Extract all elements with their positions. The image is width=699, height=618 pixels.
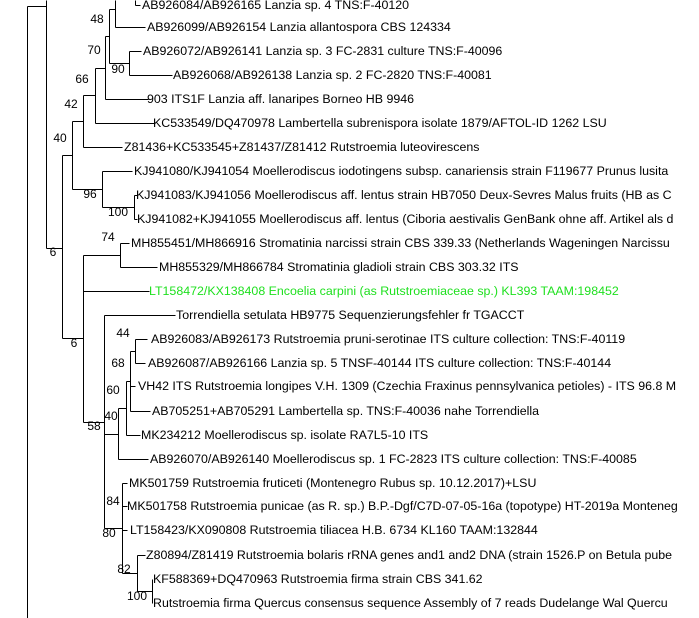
bootstrap-value: 40: [53, 131, 67, 145]
taxon-label: KJ941082+KJ941055 Moellerodiscus aff. le…: [137, 212, 674, 226]
bootstrap-value: 74: [101, 230, 115, 244]
bootstrap-value: 80: [102, 526, 116, 540]
taxon-label: MH855451/MH866916 Stromatinia narcissi s…: [131, 236, 670, 250]
taxon-label: AB926068/AB926138 Lanzia sp. 2 FC-2820 T…: [173, 68, 492, 82]
taxon-label: KC533549/DQ470978 Lambertella subrenispo…: [153, 116, 607, 130]
taxon-label: AB705251+AB705291 Lambertella sp. TNS:F-…: [152, 404, 540, 418]
bootstrap-value: 100: [107, 205, 129, 219]
bootstrap-value: 82: [117, 562, 131, 576]
bootstrap-value: 48: [90, 12, 104, 26]
taxon-label: Z81436+KC533545+Z81437/Z81412 Rutstroemi…: [124, 140, 480, 154]
taxon-label: AB926070/AB926140 Moellerodiscus sp. 1 F…: [150, 452, 637, 466]
bootstrap-value: 44: [116, 326, 130, 340]
taxon-label: 903 ITS1F Lanzia aff. lanaripes Borneo H…: [147, 92, 415, 106]
taxon-label: KF588369+DQ470963 Rutstroemia firma stra…: [153, 572, 483, 586]
taxon-label: MH855329/MH866784 Stromatinia gladioli s…: [159, 260, 519, 274]
taxon-label: AB926072/AB926141 Lanzia sp. 3 FC-2831 c…: [143, 44, 503, 58]
taxon-label: AB926099/AB926154 Lanzia allantospora CB…: [147, 20, 451, 34]
bootstrap-value: 96: [83, 187, 97, 201]
taxon-label: Z80894/Z81419 Rutstroemia bolaris rRNA g…: [146, 548, 673, 562]
bootstrap-value: 100: [126, 589, 148, 603]
bootstrap-value: 70: [87, 43, 101, 57]
taxon-label: Torrendiella setulata HB9775 Sequenzieru…: [176, 308, 525, 322]
taxon-label: MK234212 Moellerodiscus sp. isolate RA7L…: [141, 428, 429, 442]
taxon-label: MK501758 Rutstroemia punicae (as R. sp.)…: [127, 499, 678, 513]
bootstrap-value: 58: [87, 419, 101, 433]
taxon-label: AB926083/AB926173 Rutstroemia pruni-sero…: [151, 332, 626, 346]
bootstrap-value: 6: [49, 245, 57, 259]
bootstrap-value: 42: [64, 97, 78, 111]
bootstrap-value: 90: [111, 62, 125, 76]
taxon-label: KJ941080/KJ941054 Moellerodiscus iodotin…: [134, 164, 669, 178]
taxon-label: LT158423/KX090808 Rutstroemia tiliacea H…: [130, 523, 538, 537]
taxon-label: Rutstroemia firma Quercus consensus sequ…: [153, 596, 668, 610]
taxon-label: VH42 ITS Rutstroemia longipes V.H. 1309 …: [138, 379, 677, 393]
taxon-label: AB926084/AB926165 Lanzia sp. 4 TNS:F-401…: [142, 0, 410, 12]
bootstrap-value: 6: [70, 336, 78, 350]
taxon-label-highlighted: LT158472/KX138408 Encoelia carpini (as R…: [149, 284, 619, 298]
bootstrap-value: 68: [111, 356, 125, 370]
taxon-label: MK501759 Rutstroemia fruticeti (Monteneg…: [129, 476, 537, 490]
taxon-label: KJ941083/KJ941056 Moellerodiscus aff. le…: [136, 188, 672, 202]
bootstrap-value: 84: [106, 494, 120, 508]
bootstrap-value: 60: [106, 383, 120, 397]
bootstrap-value: 66: [75, 72, 89, 86]
bootstrap-value: 40: [104, 409, 118, 423]
taxon-label: AB926087/AB926166 Lanzia sp. 5 TNSF-4014…: [148, 356, 612, 370]
